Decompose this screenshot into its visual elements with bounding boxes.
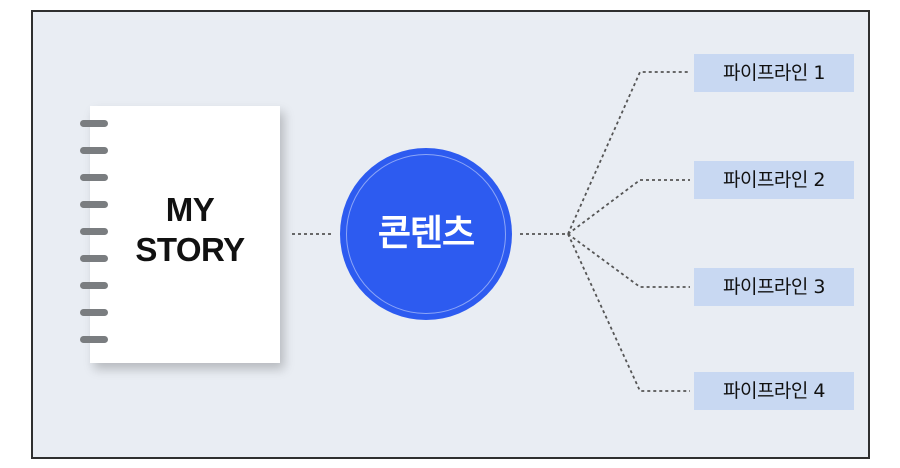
notebook-ring (80, 147, 108, 154)
pipeline-box-4: 파이프라인 4 (694, 372, 854, 410)
notebook-ring (80, 201, 108, 208)
notebook-title-line-2: STORY (135, 231, 245, 268)
notebook-ring (80, 309, 108, 316)
notebook-title: MY STORY (90, 190, 290, 270)
content-hub: 콘텐츠 (340, 148, 512, 320)
pipeline-box-3: 파이프라인 3 (694, 268, 854, 306)
notebook-ring (80, 255, 108, 262)
connector-pipeline-2 (567, 179, 690, 235)
connector-pipeline-3 (567, 233, 690, 288)
notebook-ring (80, 174, 108, 181)
pipeline-box-2: 파이프라인 2 (694, 161, 854, 199)
pipeline-box-1: 파이프라인 1 (694, 54, 854, 92)
content-hub-label: 콘텐츠 (377, 213, 475, 254)
connector-pipeline-1 (567, 71, 690, 235)
notebook-ring (80, 336, 108, 343)
notebook (90, 106, 280, 363)
connector-pipeline-4 (567, 233, 690, 392)
notebook-ring (80, 228, 108, 235)
content-hub-inner-ring (346, 154, 506, 314)
notebook-ring (80, 282, 108, 289)
notebook-ring (80, 120, 108, 127)
notebook-title-line-1: MY (165, 191, 215, 228)
